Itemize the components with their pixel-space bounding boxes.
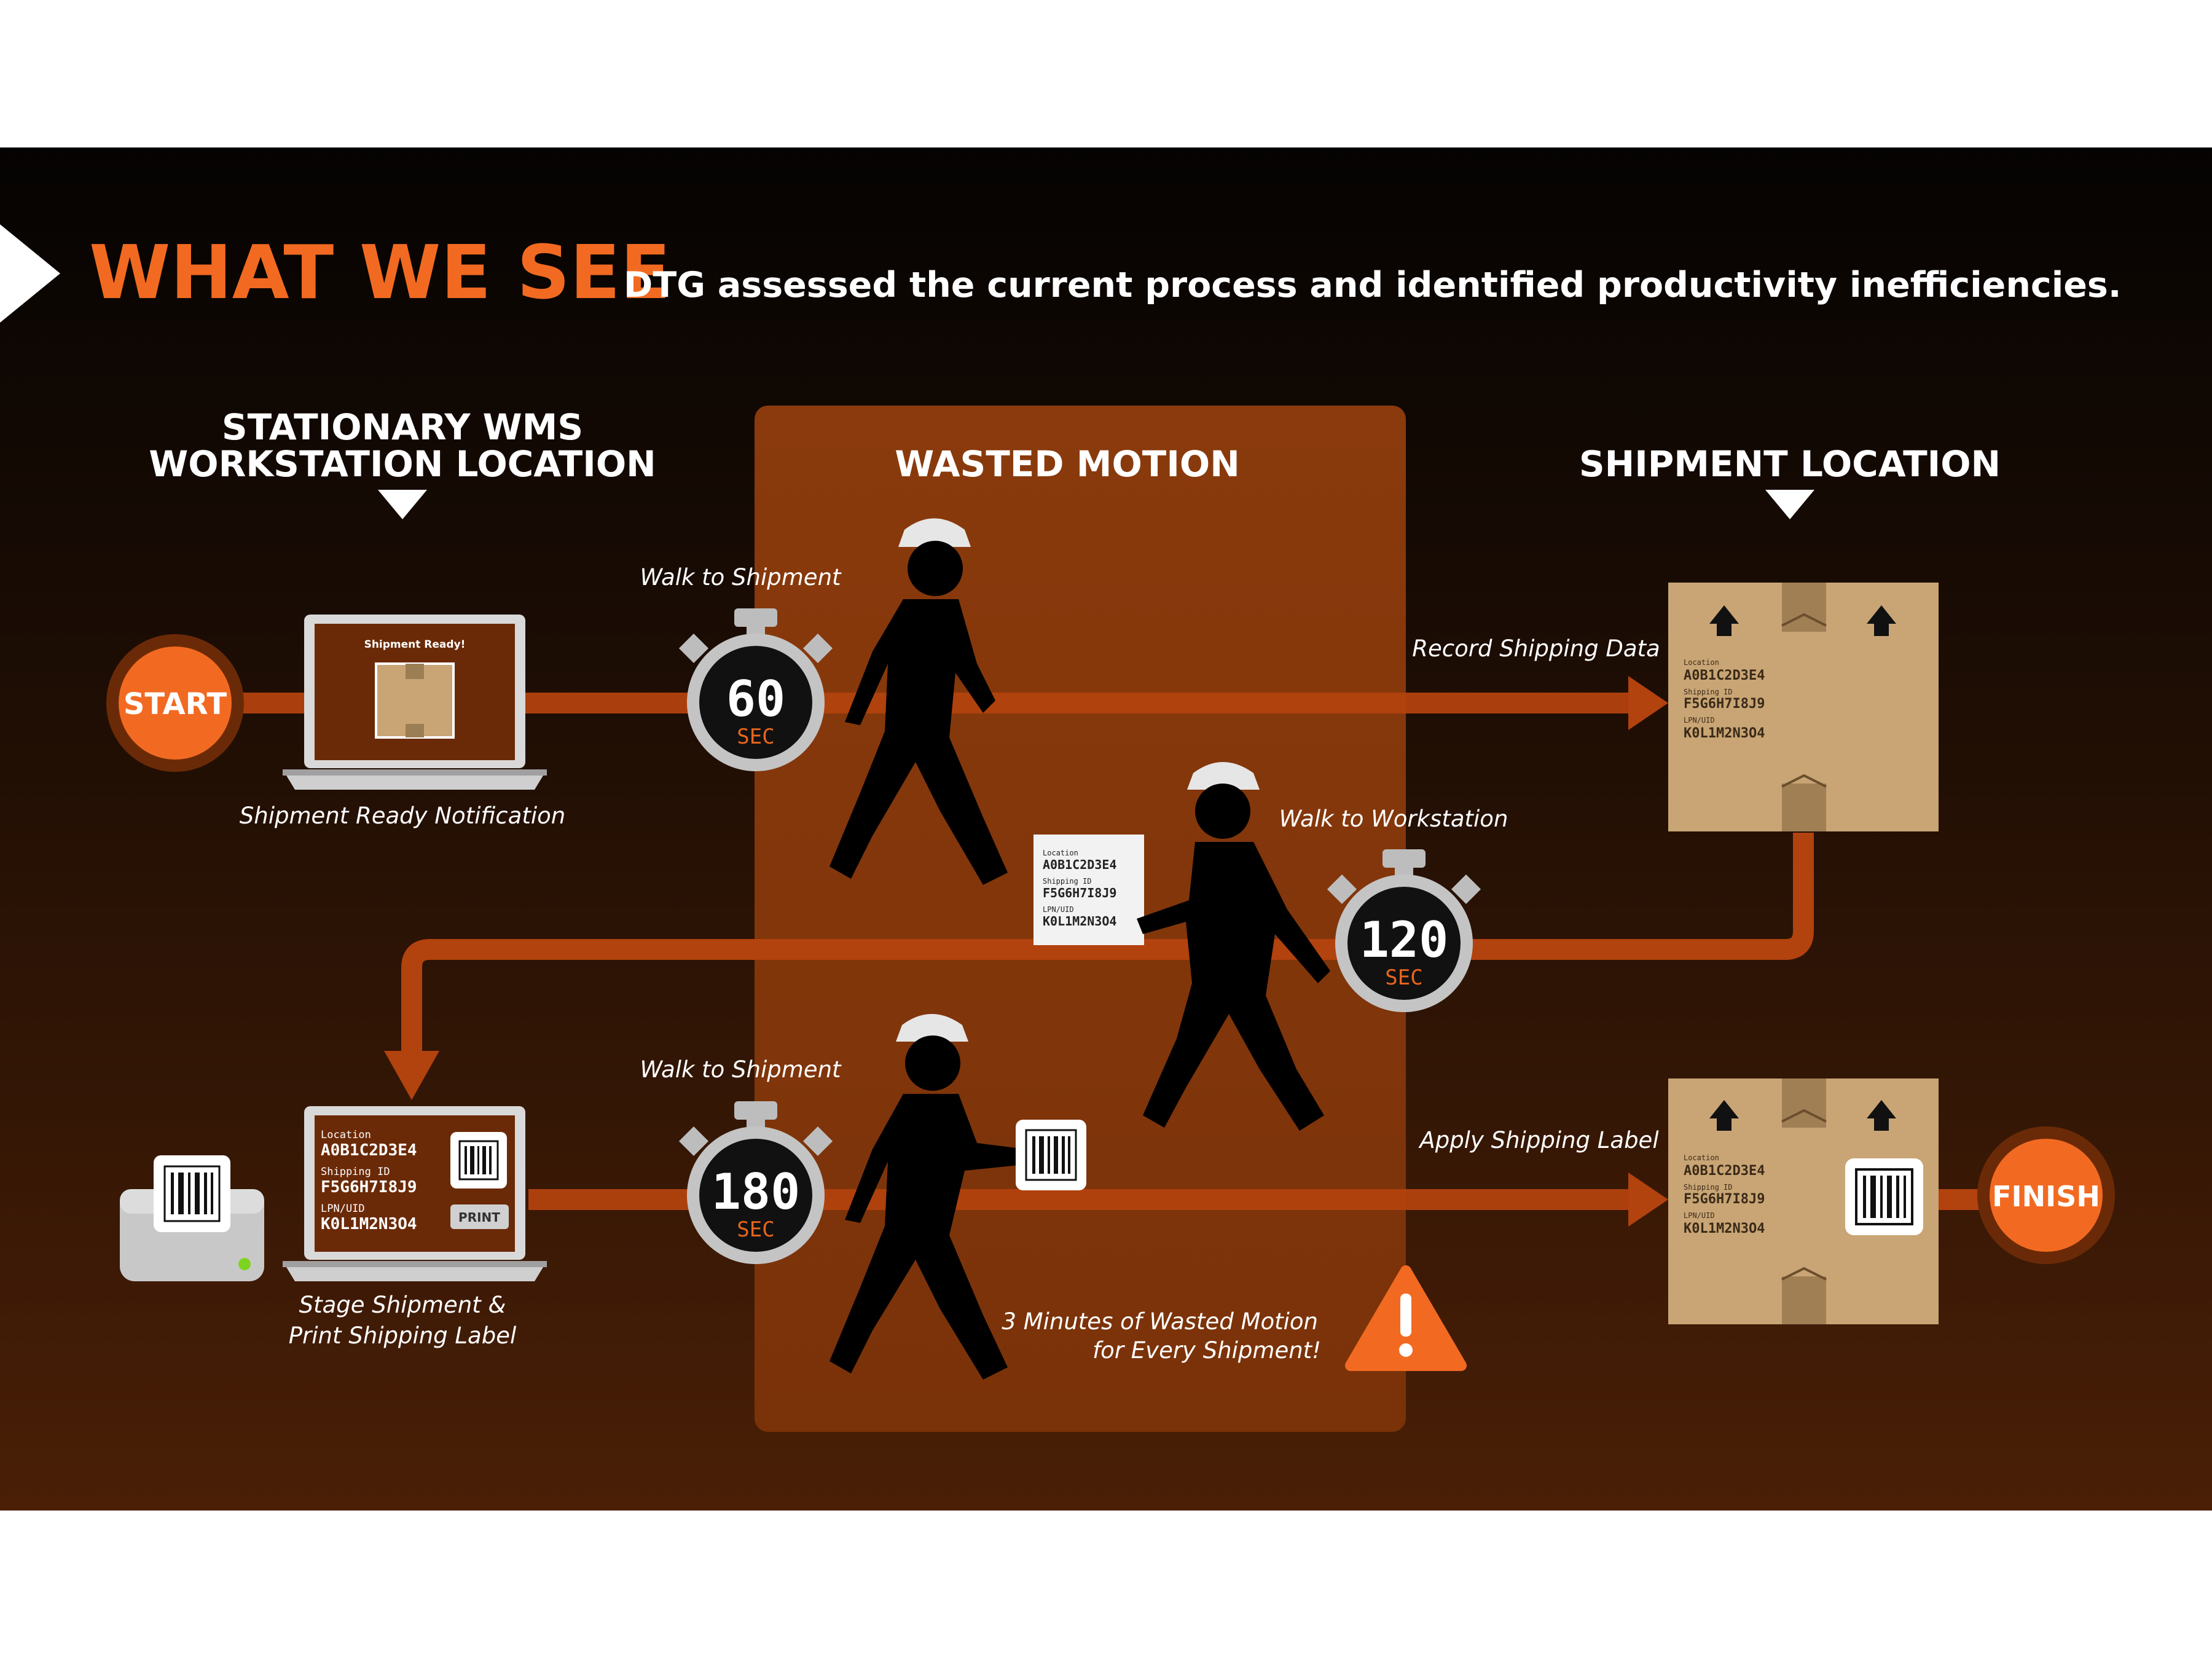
box1-lpn-value: K0L1M2N3O4 xyxy=(1684,726,1765,741)
laptop-icon: Shipment Ready! xyxy=(283,615,547,790)
finish-label: FINISH xyxy=(1992,1180,2100,1213)
box2-shipping-label: Shipping ID xyxy=(1684,1183,1732,1192)
headline: WHAT WE SEE xyxy=(89,230,670,316)
arrow-up-icon xyxy=(1867,605,1896,636)
screen-shipping-value: F5G6H7I8J9 xyxy=(321,1178,417,1196)
print-button xyxy=(450,1204,509,1229)
box2-lpn-value: K0L1M2N3O4 xyxy=(1684,1221,1765,1236)
shipment-location-header: SHIPMENT LOCATION xyxy=(1579,443,2001,485)
box2-location-value: A0B1C2D3E4 xyxy=(1684,1163,1765,1179)
play-arrow-icon xyxy=(0,224,60,323)
box1-shipping-value: F5G6H7I8J9 xyxy=(1684,696,1765,712)
box1-location-value: A0B1C2D3E4 xyxy=(1684,668,1765,683)
laptop-icon: Location A0B1C2D3E4 Shipping ID F5G6H7I8… xyxy=(283,1106,547,1281)
box1-location-label: Location xyxy=(1684,658,1719,667)
paper-location-label: Location xyxy=(1043,849,1078,857)
screen-location-value: A0B1C2D3E4 xyxy=(321,1141,417,1160)
paper-shipping-label: Shipping ID xyxy=(1043,877,1091,886)
stopwatch-icon: 180 SEC xyxy=(678,1101,833,1264)
caption-stage-line1: Stage Shipment & xyxy=(299,1292,506,1318)
screen-lpn-label: LPN/UID xyxy=(321,1203,365,1215)
wasted-motion-header: WASTED MOTION xyxy=(895,443,1240,485)
box1-lpn-label: LPN/UID xyxy=(1684,716,1715,725)
arrow-up-icon xyxy=(1709,605,1739,636)
timer-3-unit: SEC xyxy=(737,1217,774,1242)
screen-shipping-label: Shipping ID xyxy=(321,1166,390,1178)
caption-record-data: Record Shipping Data xyxy=(1412,635,1660,662)
arrow-down-icon xyxy=(1765,490,1814,519)
barcode-icon xyxy=(450,1132,507,1188)
timer-2-value: 120 xyxy=(1360,911,1449,968)
finish-node: FINISH xyxy=(1977,1126,2115,1264)
barcode-icon xyxy=(154,1155,230,1232)
start-node: START xyxy=(106,634,244,772)
arrow-up-icon xyxy=(1709,1100,1739,1131)
paper-location-value: A0B1C2D3E4 xyxy=(1043,857,1116,872)
paper-lpn-label: LPN/UID xyxy=(1043,905,1074,914)
box2-lpn-label: LPN/UID xyxy=(1684,1211,1715,1220)
box-icon: Location A0B1C2D3E4 Shipping ID F5G6H7I8… xyxy=(1668,583,1939,831)
shipping-label-paper: Location A0B1C2D3E4 Shipping ID F5G6H7I8… xyxy=(1033,835,1144,945)
barcode-icon xyxy=(1845,1158,1923,1235)
subtitle: DTG assessed the current process and ide… xyxy=(624,265,2121,305)
paper-shipping-value: F5G6H7I8J9 xyxy=(1043,886,1116,900)
box-icon: Location A0B1C2D3E4 Shipping ID F5G6H7I8… xyxy=(1668,1078,1939,1324)
wasted-note-line2: for Every Shipment! xyxy=(1092,1337,1321,1364)
caption-walk-to-shipment-1: Walk to Shipment xyxy=(640,564,842,591)
laptop-screen-text: Shipment Ready! xyxy=(364,638,466,651)
caption-apply-label: Apply Shipping Label xyxy=(1418,1127,1659,1153)
worker-silhouette-icon xyxy=(830,518,1008,885)
caption-walk-to-workstation: Walk to Workstation xyxy=(1279,806,1508,832)
box-icon xyxy=(375,662,455,739)
stopwatch-icon: 120 SEC xyxy=(1327,849,1481,1012)
start-label: START xyxy=(124,687,227,721)
timer-1-value: 60 xyxy=(726,670,785,728)
timer-2-unit: SEC xyxy=(1385,965,1422,990)
timer-3-value: 180 xyxy=(712,1163,801,1220)
timer-1-unit: SEC xyxy=(737,725,774,749)
worker-silhouette-icon xyxy=(830,1014,1026,1380)
workstation-header-line2: WORKSTATION LOCATION xyxy=(149,443,656,485)
box2-location-label: Location xyxy=(1684,1153,1719,1162)
caption-stage-line2: Print Shipping Label xyxy=(289,1322,517,1349)
box2-shipping-value: F5G6H7I8J9 xyxy=(1684,1192,1765,1207)
barcode-icon xyxy=(1016,1120,1086,1190)
worker-silhouette-icon xyxy=(1137,762,1330,1131)
printer-icon xyxy=(120,1155,264,1281)
arrow-down-icon xyxy=(378,490,427,519)
print-button-label: PRINT xyxy=(458,1210,500,1225)
screen-lpn-value: K0L1M2N3O4 xyxy=(321,1215,417,1233)
box1-shipping-label: Shipping ID xyxy=(1684,688,1732,696)
arrow-up-icon xyxy=(1867,1100,1896,1131)
workstation-header-line1: STATIONARY WMS xyxy=(222,406,583,448)
paper-lpn-value: K0L1M2N3O4 xyxy=(1043,914,1116,929)
wasted-note-line1: 3 Minutes of Wasted Motion xyxy=(1002,1308,1318,1335)
caption-shipment-ready: Shipment Ready Notification xyxy=(240,803,565,829)
caption-walk-to-shipment-2: Walk to Shipment xyxy=(640,1056,842,1083)
warning-icon xyxy=(1345,1265,1467,1371)
screen-location-label: Location xyxy=(321,1129,371,1141)
